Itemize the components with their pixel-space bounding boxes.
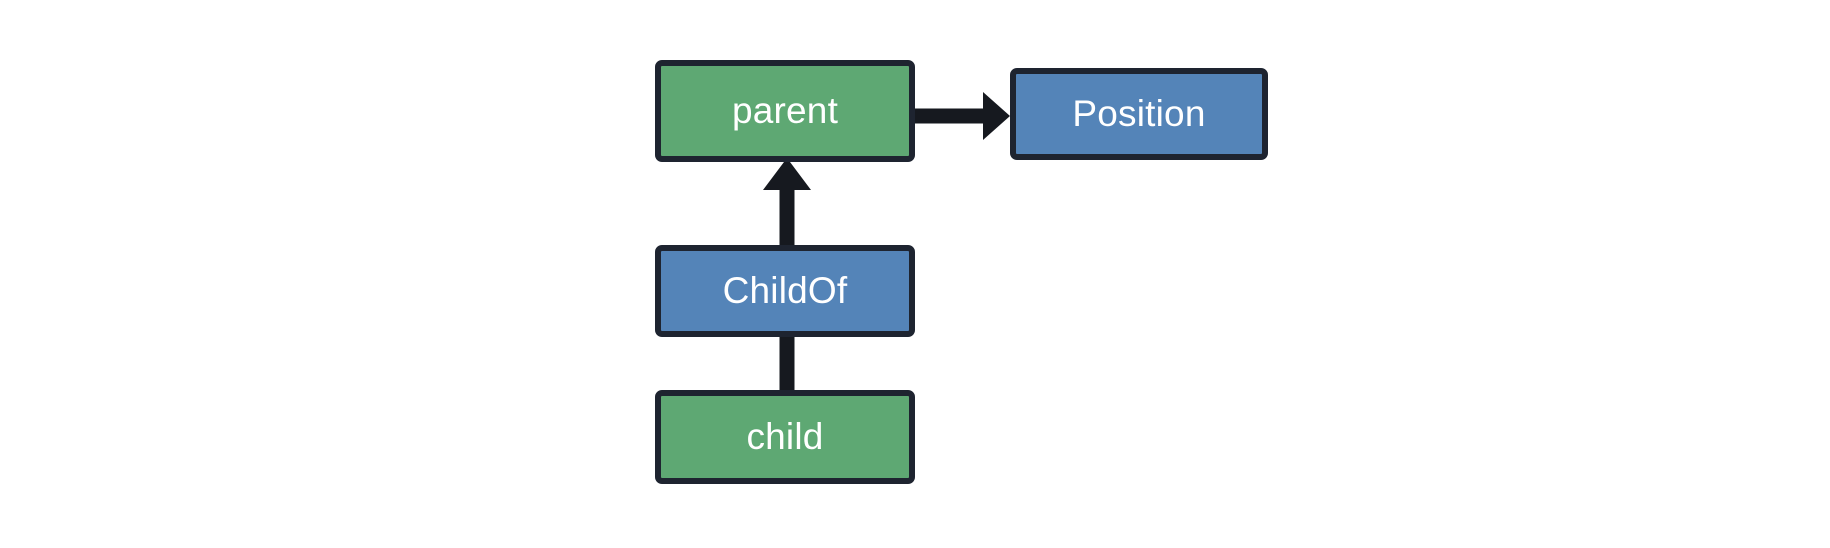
arrowhead-up-icon xyxy=(763,158,811,190)
edge-parent-to-position xyxy=(915,92,1010,140)
node-position[interactable]: Position xyxy=(1010,68,1268,160)
node-position-label: Position xyxy=(1072,92,1206,134)
node-parent-label: parent xyxy=(731,89,839,131)
node-childof-label: ChildOf xyxy=(722,269,848,311)
node-childof[interactable]: ChildOf xyxy=(655,245,915,337)
node-child-label: child xyxy=(746,415,824,457)
node-parent[interactable]: parent xyxy=(655,60,915,162)
node-child[interactable]: child xyxy=(655,390,915,484)
arrowhead-right-icon xyxy=(983,92,1010,140)
edge-childof-to-parent xyxy=(763,158,811,245)
